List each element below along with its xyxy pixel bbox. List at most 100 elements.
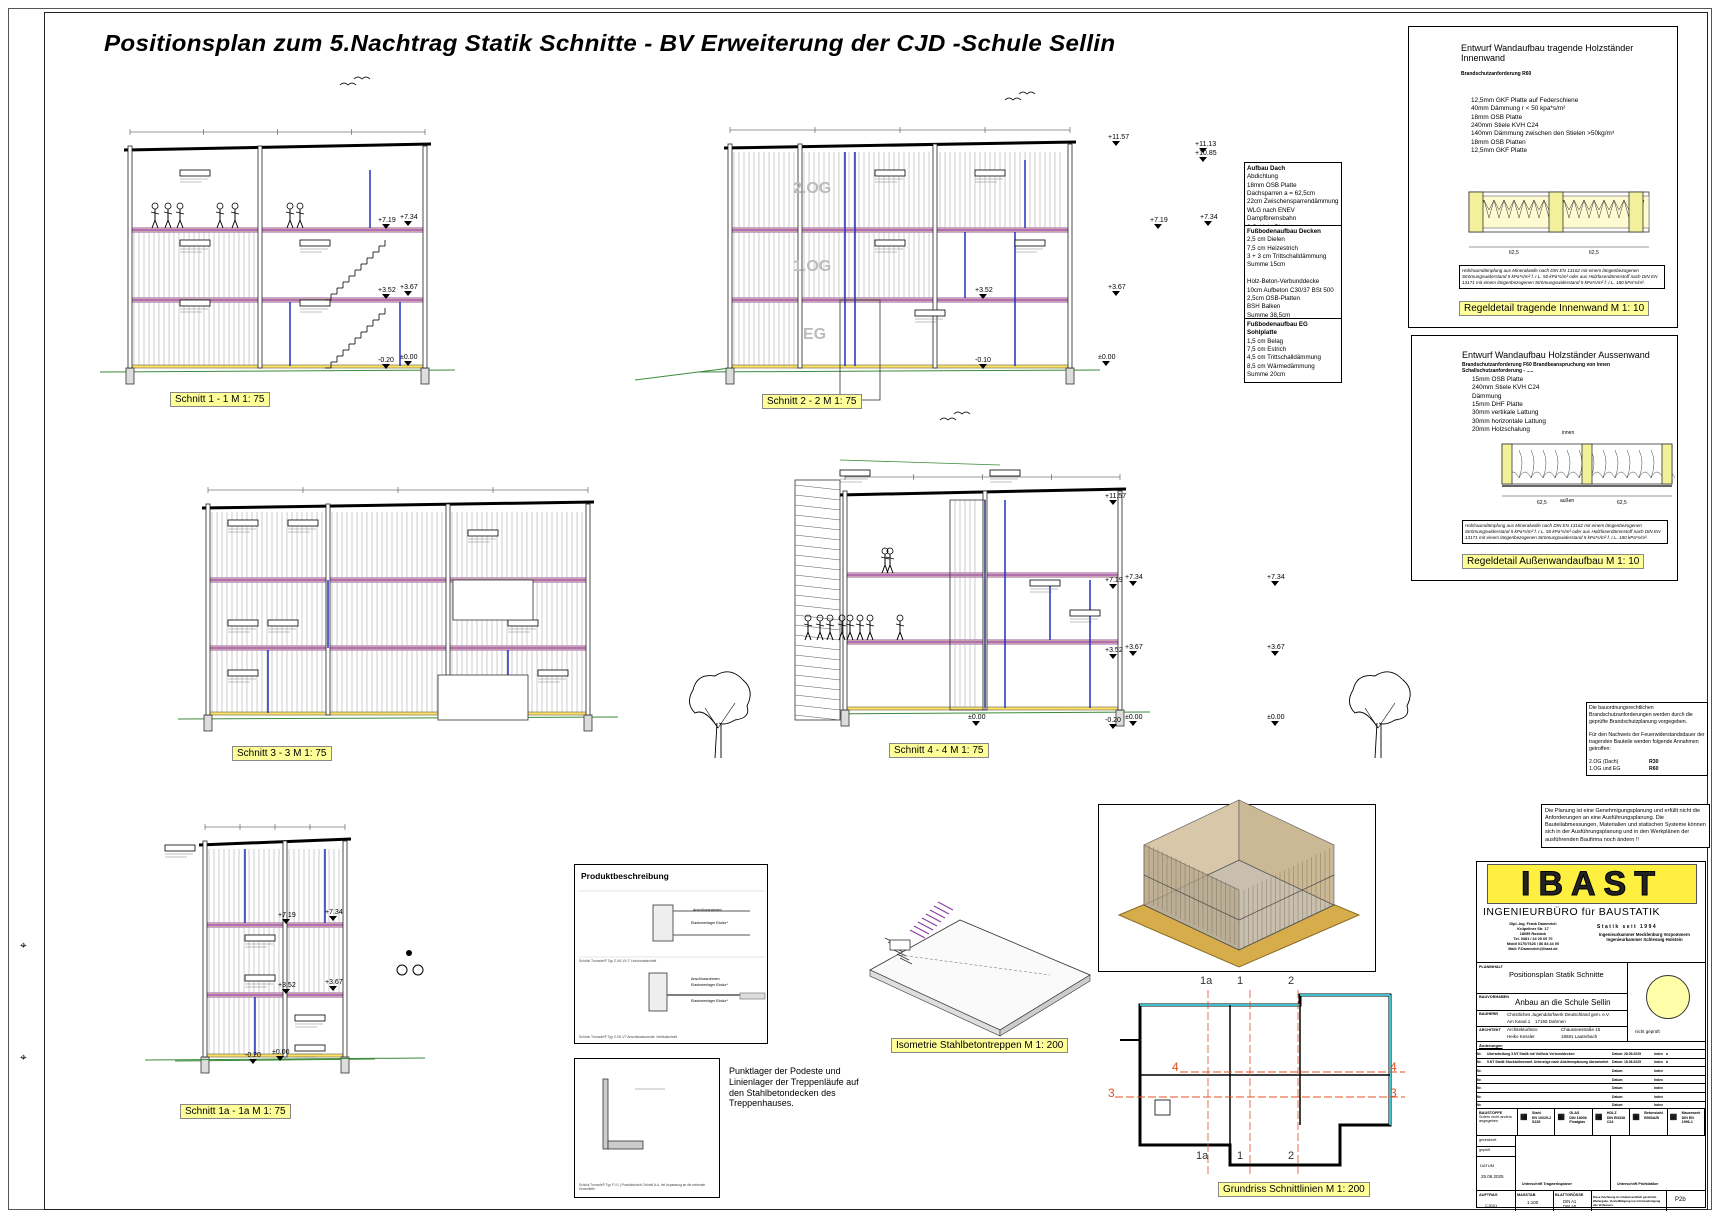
level-marker: +7.19 xyxy=(1150,217,1168,229)
fire-requirement: Brandschutzanforderung F60 Brandbeanspru… xyxy=(1462,362,1611,368)
layer-item: 18mm OSB Platten xyxy=(1471,138,1526,146)
detail-title: Entwurf Wandaufbau tragende Holzständer … xyxy=(1461,43,1634,63)
roof-line xyxy=(723,140,1077,150)
ground-slab xyxy=(844,706,1121,711)
floor-name: 2.OG (Dach) xyxy=(1589,759,1619,765)
position-tag xyxy=(914,309,946,317)
signature-field[interactable]: Unterschrift Prüfstatiker xyxy=(1617,1182,1659,1186)
insulation-hatch xyxy=(1542,449,1556,479)
floor-label-2og: 2.OG xyxy=(793,180,832,197)
change-row: Nr.5.NT Statik Stockbühnenanf. Unterzüge… xyxy=(1477,1057,1705,1067)
note-line: 18mm OSB Platte xyxy=(1247,181,1297,189)
position-tag xyxy=(974,169,1006,177)
person-icon xyxy=(163,211,173,215)
crosshair-mark-icon: ⌖ xyxy=(20,1050,27,1064)
person-icon xyxy=(865,623,875,627)
position-tag xyxy=(467,529,499,537)
person-icon xyxy=(896,614,904,622)
section-4-4-label: Schnitt 4 - 4 M 1: 75 xyxy=(889,743,989,758)
client-name: Christliches Jugenddorfwerk Deutschland … xyxy=(1507,1012,1610,1017)
hatch-line xyxy=(794,704,841,711)
position-tag xyxy=(179,239,211,247)
wall xyxy=(282,840,288,1058)
plate xyxy=(607,1140,644,1150)
chamber: Ingenieurkammer Schleswig Holstein xyxy=(1606,937,1683,942)
insulation-hatch xyxy=(1566,449,1580,479)
position-tag xyxy=(294,1014,326,1022)
cut-mark-1: 1 xyxy=(1237,975,1244,987)
person-icon xyxy=(151,219,156,229)
stair-step xyxy=(893,949,907,957)
inside-label: innen xyxy=(1562,430,1575,436)
insulation-hatch xyxy=(1638,449,1652,479)
person-icon xyxy=(175,211,185,215)
section-3-3-drawing xyxy=(177,487,619,732)
stair-step xyxy=(933,905,950,915)
floor-label-eg: EG xyxy=(803,326,827,343)
foundation xyxy=(420,367,430,385)
material-text: DIN 18008 xyxy=(1569,1115,1587,1120)
foundation xyxy=(125,367,135,385)
level-marker: -0.20 xyxy=(245,1052,261,1064)
material-text: DIN EN338 xyxy=(1606,1115,1625,1120)
roof-line xyxy=(123,142,432,152)
hatch-line xyxy=(794,694,841,701)
position-tag xyxy=(179,299,211,307)
level-marker: +7.34 xyxy=(400,214,418,226)
materials-note: Sofern nicht anders angegeben xyxy=(1479,1115,1512,1123)
dimension-text: 62,5 xyxy=(1509,250,1519,256)
page-title: Positionsplan zum 5.Nachtrag Statik Schn… xyxy=(104,30,1116,56)
since-text: Statik seit 1994 xyxy=(1597,924,1658,930)
wall xyxy=(257,145,263,369)
hatch-line xyxy=(794,644,841,651)
field-label: PLANINHALT xyxy=(1479,965,1503,969)
tree-icon xyxy=(689,671,751,759)
field-label: geprüft xyxy=(1479,1148,1491,1152)
approval-stamp-circle xyxy=(1646,975,1690,1019)
position-tag xyxy=(839,469,871,477)
bird-icon xyxy=(339,76,371,86)
material-text: HOLZ xyxy=(1606,1111,1617,1115)
person-icon xyxy=(837,623,847,627)
signature-field[interactable]: Unterschrift Tragwerksplaner xyxy=(1522,1182,1572,1186)
hatch-line xyxy=(794,674,841,681)
person-icon xyxy=(296,202,304,210)
material-symbol-icon: ▦ xyxy=(1520,1112,1528,1121)
bird-icon xyxy=(939,411,971,421)
fire-protection-note: Die bauordnungsrechtlichen Brandschutzan… xyxy=(1586,702,1708,776)
stair-step xyxy=(929,909,946,919)
insulation-hatch xyxy=(1518,449,1532,479)
position-tag xyxy=(227,619,259,627)
change-rows: Nr. Überarbeitung 3.NT Statik mit Vollhol… xyxy=(1477,1049,1705,1109)
contact-line: 18055 Rostock xyxy=(1519,931,1547,936)
material-text: Betonstahl xyxy=(1644,1111,1663,1115)
level-marker: +7.34 xyxy=(1267,574,1285,586)
detail-outer-label: Regeldetail Außenwandaufbau M 1: 10 xyxy=(1462,554,1645,569)
change-cell: Überarbeitung 3.NT Statik mit Vollholz V… xyxy=(1487,1051,1575,1056)
person-icon xyxy=(895,623,905,627)
tree-icon xyxy=(1349,671,1411,759)
person-icon xyxy=(829,631,834,641)
project-info: PLANINHALT Positionsplan Statik Schnitte… xyxy=(1477,963,1705,1042)
terrain-line xyxy=(99,369,456,373)
note-line: Summe 15cm xyxy=(1247,261,1286,269)
slab xyxy=(739,992,766,1000)
person-icon xyxy=(845,623,855,627)
wall xyxy=(585,503,591,716)
change-cell: Index xyxy=(1654,1068,1663,1073)
level-marker: +10.85 xyxy=(1195,150,1217,162)
change-cell: b xyxy=(1666,1060,1669,1065)
hatch-line xyxy=(794,484,841,491)
change-cell: Nr. xyxy=(1477,1103,1482,1108)
person-icon xyxy=(296,219,301,229)
layer-item: 18mm OSB Platte xyxy=(1471,113,1523,121)
planning-disclaimer: Die Planung ist eine Genehmigungsplanung… xyxy=(1541,804,1710,848)
person-icon xyxy=(869,631,874,641)
client-city: 17166 Dahmen xyxy=(1535,1019,1566,1024)
